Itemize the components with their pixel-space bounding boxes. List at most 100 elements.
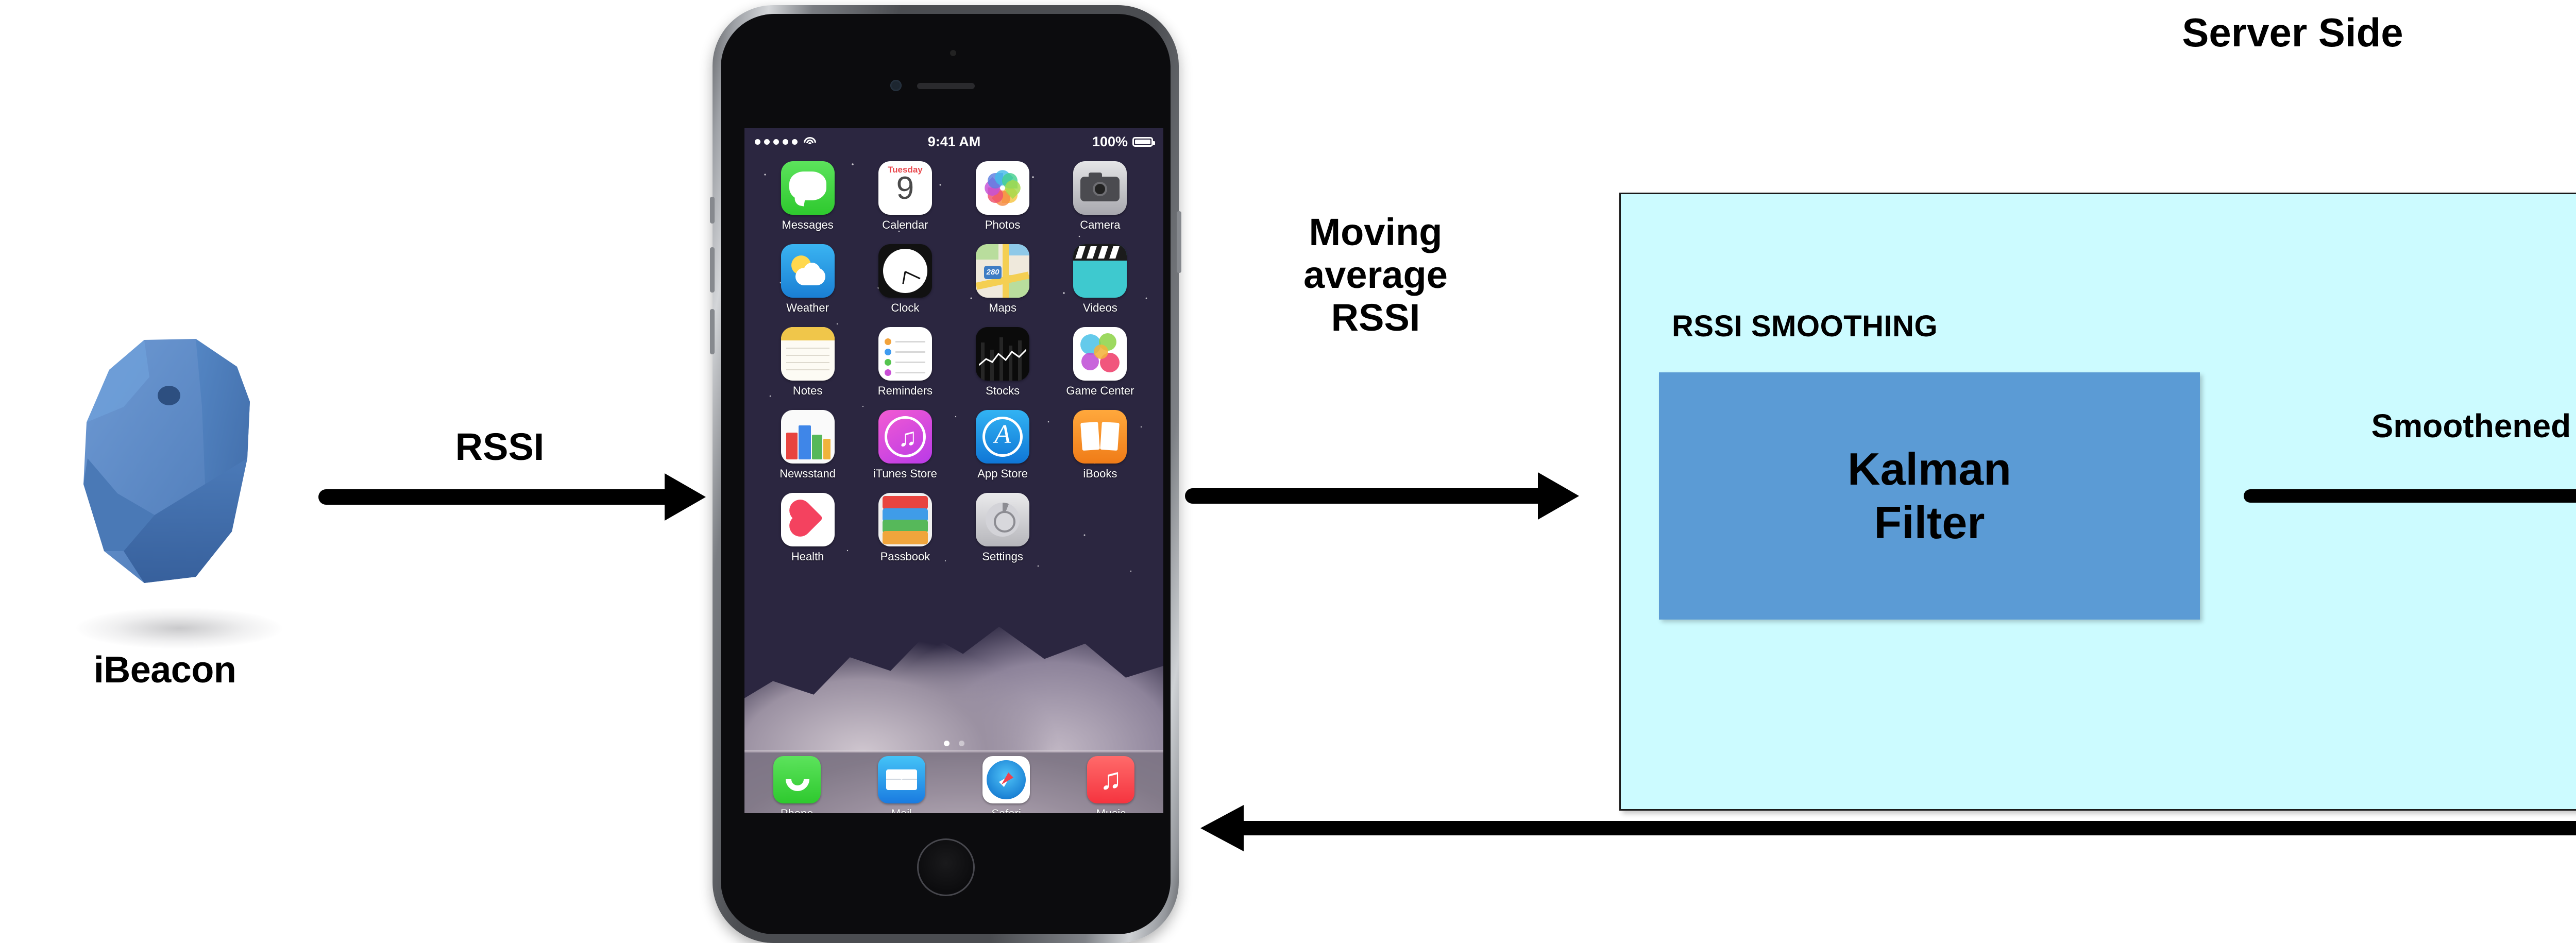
dock-app-phone[interactable]: Phone bbox=[773, 756, 821, 813]
home-button[interactable] bbox=[917, 838, 975, 896]
messages-icon bbox=[781, 161, 835, 215]
app-ibooks[interactable]: iBooks bbox=[1052, 410, 1149, 481]
app-passbook[interactable]: Passbook bbox=[856, 493, 954, 563]
app-label: Settings bbox=[982, 550, 1023, 563]
signal-strength-icon bbox=[755, 137, 816, 146]
app-maps[interactable]: 280 Maps bbox=[954, 244, 1052, 315]
label-line-1: Moving bbox=[1309, 211, 1443, 253]
app-weather[interactable]: Weather bbox=[759, 244, 856, 315]
app-game-center[interactable]: Game Center bbox=[1052, 327, 1149, 398]
wifi-icon bbox=[804, 137, 816, 146]
camera-icon bbox=[1073, 161, 1127, 215]
stocks-icon bbox=[976, 327, 1030, 381]
app-label: Game Center bbox=[1066, 384, 1134, 397]
battery-icon bbox=[1132, 136, 1155, 147]
app-label: Photos bbox=[985, 218, 1021, 231]
ibeacon-label: iBeacon bbox=[93, 649, 236, 691]
app-label: Messages bbox=[782, 218, 834, 231]
notes-icon bbox=[781, 327, 835, 381]
passbook-icon bbox=[878, 493, 932, 546]
app-app-store[interactable]: A App Store bbox=[954, 410, 1052, 481]
music-icon: ♫ bbox=[1087, 756, 1135, 803]
app-store-icon: A bbox=[976, 410, 1030, 464]
status-bar-battery: 100% bbox=[1092, 133, 1155, 150]
calendar-day: 9 bbox=[896, 170, 914, 206]
app-newsstand[interactable]: Newsstand bbox=[759, 410, 856, 481]
health-icon bbox=[781, 493, 835, 546]
power-button[interactable] bbox=[1177, 211, 1181, 273]
app-settings[interactable]: Settings bbox=[954, 493, 1052, 563]
app-videos[interactable]: Videos bbox=[1052, 244, 1149, 315]
app-grid: Messages Tuesday 9 Calendar bbox=[744, 161, 1163, 563]
status-bar: 9:41 AM 100% bbox=[744, 128, 1163, 155]
app-label: Safari bbox=[991, 807, 1021, 813]
mail-icon bbox=[877, 756, 925, 803]
front-camera-icon bbox=[890, 80, 902, 91]
dock-app-music[interactable]: ♫ Music bbox=[1087, 756, 1135, 813]
dock-app-safari[interactable]: Safari bbox=[982, 756, 1030, 813]
safari-icon bbox=[982, 756, 1030, 803]
smoothened-rssi-arrow-line bbox=[2244, 489, 2576, 503]
clock-icon bbox=[878, 244, 932, 298]
app-label: Weather bbox=[786, 301, 829, 314]
kalman-label-line-2: Filter bbox=[1874, 497, 1985, 548]
weather-icon bbox=[781, 244, 835, 298]
app-label: Stocks bbox=[986, 384, 1020, 397]
dock-app-mail[interactable]: Mail bbox=[877, 756, 925, 813]
app-camera[interactable]: Camera bbox=[1052, 161, 1149, 232]
ibeacon-group: iBeacon bbox=[31, 319, 330, 834]
game-center-icon bbox=[1073, 327, 1127, 381]
app-label: Maps bbox=[989, 301, 1017, 314]
app-messages[interactable]: Messages bbox=[759, 161, 856, 232]
battery-percent-label: 100% bbox=[1092, 133, 1128, 149]
calendar-icon: Tuesday 9 bbox=[878, 161, 932, 215]
feedback-arrow-head-icon bbox=[1200, 805, 1244, 851]
app-notes[interactable]: Notes bbox=[759, 327, 856, 398]
moving-average-arrow-head-icon bbox=[1538, 472, 1579, 520]
app-reminders[interactable]: Reminders bbox=[856, 327, 954, 398]
app-label: Reminders bbox=[877, 384, 933, 397]
settings-icon bbox=[976, 493, 1030, 546]
app-health[interactable]: Health bbox=[759, 493, 856, 563]
earpiece-speaker bbox=[917, 83, 975, 89]
app-label: iBooks bbox=[1083, 467, 1117, 480]
app-label: Passbook bbox=[880, 550, 930, 563]
moving-average-rssi-arrow-label: Moving average RSSI bbox=[1195, 211, 1556, 339]
maps-icon: 280 bbox=[976, 244, 1030, 298]
photos-icon bbox=[976, 161, 1030, 215]
home-screen[interactable]: 9:41 AM 100% Messages Tuesday bbox=[744, 128, 1163, 813]
moving-average-arrow-line bbox=[1185, 488, 1546, 504]
reminders-icon bbox=[878, 327, 932, 381]
app-clock[interactable]: Clock bbox=[856, 244, 954, 315]
beacon-icon bbox=[67, 330, 283, 623]
app-label: Phone bbox=[781, 807, 814, 813]
app-label: Camera bbox=[1080, 218, 1121, 231]
label-line-2: average bbox=[1303, 253, 1448, 296]
rssi-arrow-head-icon bbox=[665, 473, 706, 521]
kalman-label-line-1: Kalman bbox=[1848, 443, 2011, 495]
app-calendar[interactable]: Tuesday 9 Calendar bbox=[856, 161, 954, 232]
volume-down-button[interactable] bbox=[710, 309, 715, 354]
app-photos[interactable]: Photos bbox=[954, 161, 1052, 232]
label-line-3: RSSI bbox=[1331, 296, 1420, 339]
app-stocks[interactable]: Stocks bbox=[954, 327, 1052, 398]
app-label: Notes bbox=[792, 384, 823, 397]
rssi-smoothing-label: RSSI SMOOTHING bbox=[1672, 310, 1938, 343]
volume-up-button[interactable] bbox=[710, 247, 715, 293]
app-label: Clock bbox=[891, 301, 920, 314]
proximity-sensor-icon bbox=[950, 50, 956, 56]
calendar-weekday: Tuesday bbox=[888, 165, 923, 175]
rssi-arrow-line bbox=[318, 489, 674, 505]
app-label: Videos bbox=[1082, 301, 1117, 314]
beacon-shadow bbox=[76, 608, 282, 649]
status-bar-time: 9:41 AM bbox=[927, 133, 981, 149]
app-label: Health bbox=[791, 550, 824, 563]
app-itunes-store[interactable]: ♫ iTunes Store bbox=[856, 410, 954, 481]
phone-glass: 9:41 AM 100% Messages Tuesday bbox=[721, 14, 1171, 934]
kalman-filter-box[interactable]: Kalman Filter bbox=[1659, 372, 2200, 620]
itunes-store-icon: ♫ bbox=[878, 410, 932, 464]
ring-switch[interactable] bbox=[710, 197, 715, 224]
dock: Phone Mail Safari bbox=[744, 750, 1163, 813]
app-label: Newsstand bbox=[779, 467, 836, 480]
